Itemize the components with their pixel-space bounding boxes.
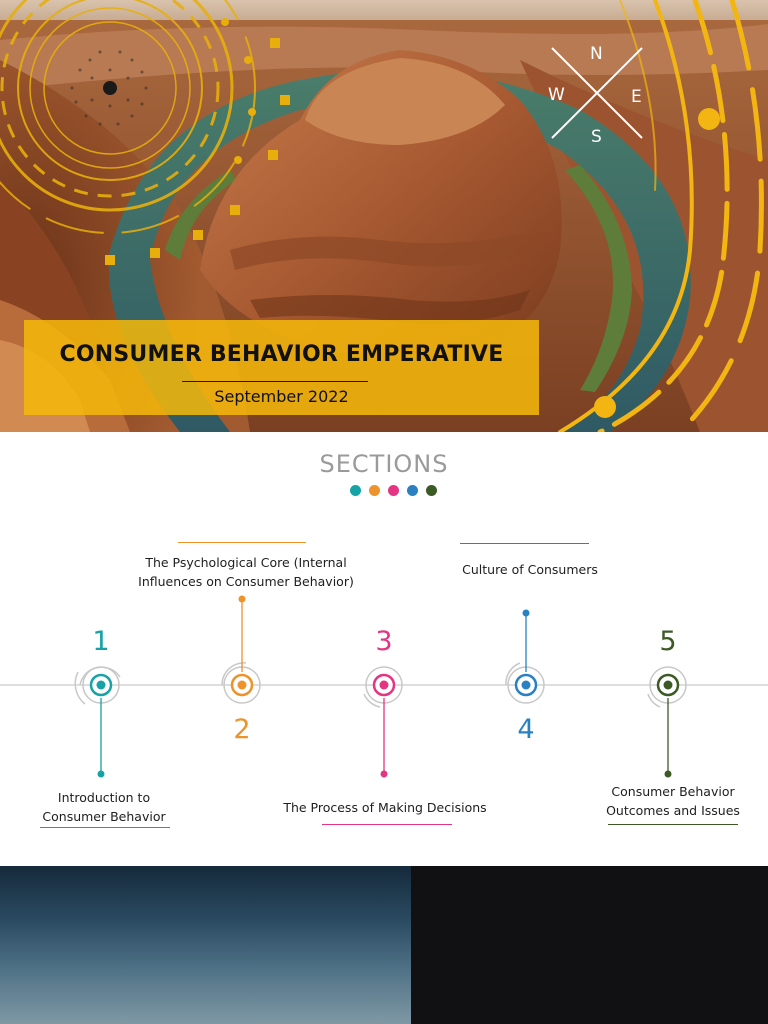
node-5-marker [647, 666, 687, 778]
section-4-label[interactable]: Culture of Consumers [430, 560, 630, 579]
dot-orange [369, 485, 380, 496]
compass-west-label: W [548, 85, 565, 105]
section-5-underline [608, 824, 738, 825]
section-1-title-line2: Consumer Behavior [42, 809, 166, 824]
node-4-marker [505, 609, 545, 704]
dot-blue [407, 485, 418, 496]
node-1-marker [74, 666, 121, 778]
title-panel: CONSUMER BEHAVIOR EMPERATIVE September 2… [24, 320, 539, 415]
section-3-number: 3 [375, 626, 393, 657]
section-3-underline [322, 824, 452, 825]
section-3-label[interactable]: The Process of Making Decisions [262, 798, 508, 817]
node-3-marker [363, 666, 403, 778]
sections-panel: SECTIONS [0, 432, 768, 866]
document-title: CONSUMER BEHAVIOR EMPERATIVE [59, 342, 504, 367]
section-4-overline [460, 543, 589, 544]
next-page-preview [0, 866, 768, 1024]
section-5-number: 5 [659, 626, 677, 657]
color-dots [350, 485, 437, 496]
section-2-title-line1: The Psychological Core (Internal [145, 555, 347, 570]
section-5-title-line2: Outcomes and Issues [606, 803, 740, 818]
sections-heading: SECTIONS [319, 450, 449, 478]
section-3-title-line1: The Process of Making Decisions [283, 800, 487, 815]
compass-north-label: N [590, 44, 603, 64]
section-4-title-line1: Culture of Consumers [462, 562, 598, 577]
section-1-underline [40, 827, 170, 828]
dot-pink [388, 485, 399, 496]
dot-teal [350, 485, 361, 496]
section-1-number: 1 [92, 626, 110, 657]
dot-green [426, 485, 437, 496]
section-2-label[interactable]: The Psychological Core (Internal Influen… [112, 553, 380, 591]
dark-panel [411, 866, 768, 1024]
title-divider [182, 381, 368, 382]
node-2-marker [221, 595, 261, 704]
section-2-number: 2 [233, 714, 251, 745]
sky-photo [0, 866, 411, 1024]
section-1-label[interactable]: Introduction to Consumer Behavior [20, 788, 188, 826]
hero-banner: N W E S CONSUMER BEHAVIOR EMPERATIVE Sep… [0, 0, 768, 432]
compass-south-label: S [591, 127, 602, 147]
timeline [0, 595, 768, 778]
section-5-label[interactable]: Consumer Behavior Outcomes and Issues [588, 782, 758, 820]
canyon-photo [0, 0, 768, 432]
section-2-overline [178, 542, 306, 543]
section-5-title-line1: Consumer Behavior [611, 784, 735, 799]
section-2-title-line2: Influences on Consumer Behavior) [138, 574, 354, 589]
compass-east-label: E [631, 87, 642, 107]
document-date: September 2022 [214, 387, 349, 406]
section-1-title-line1: Introduction to [57, 790, 151, 805]
section-4-number: 4 [517, 714, 535, 745]
